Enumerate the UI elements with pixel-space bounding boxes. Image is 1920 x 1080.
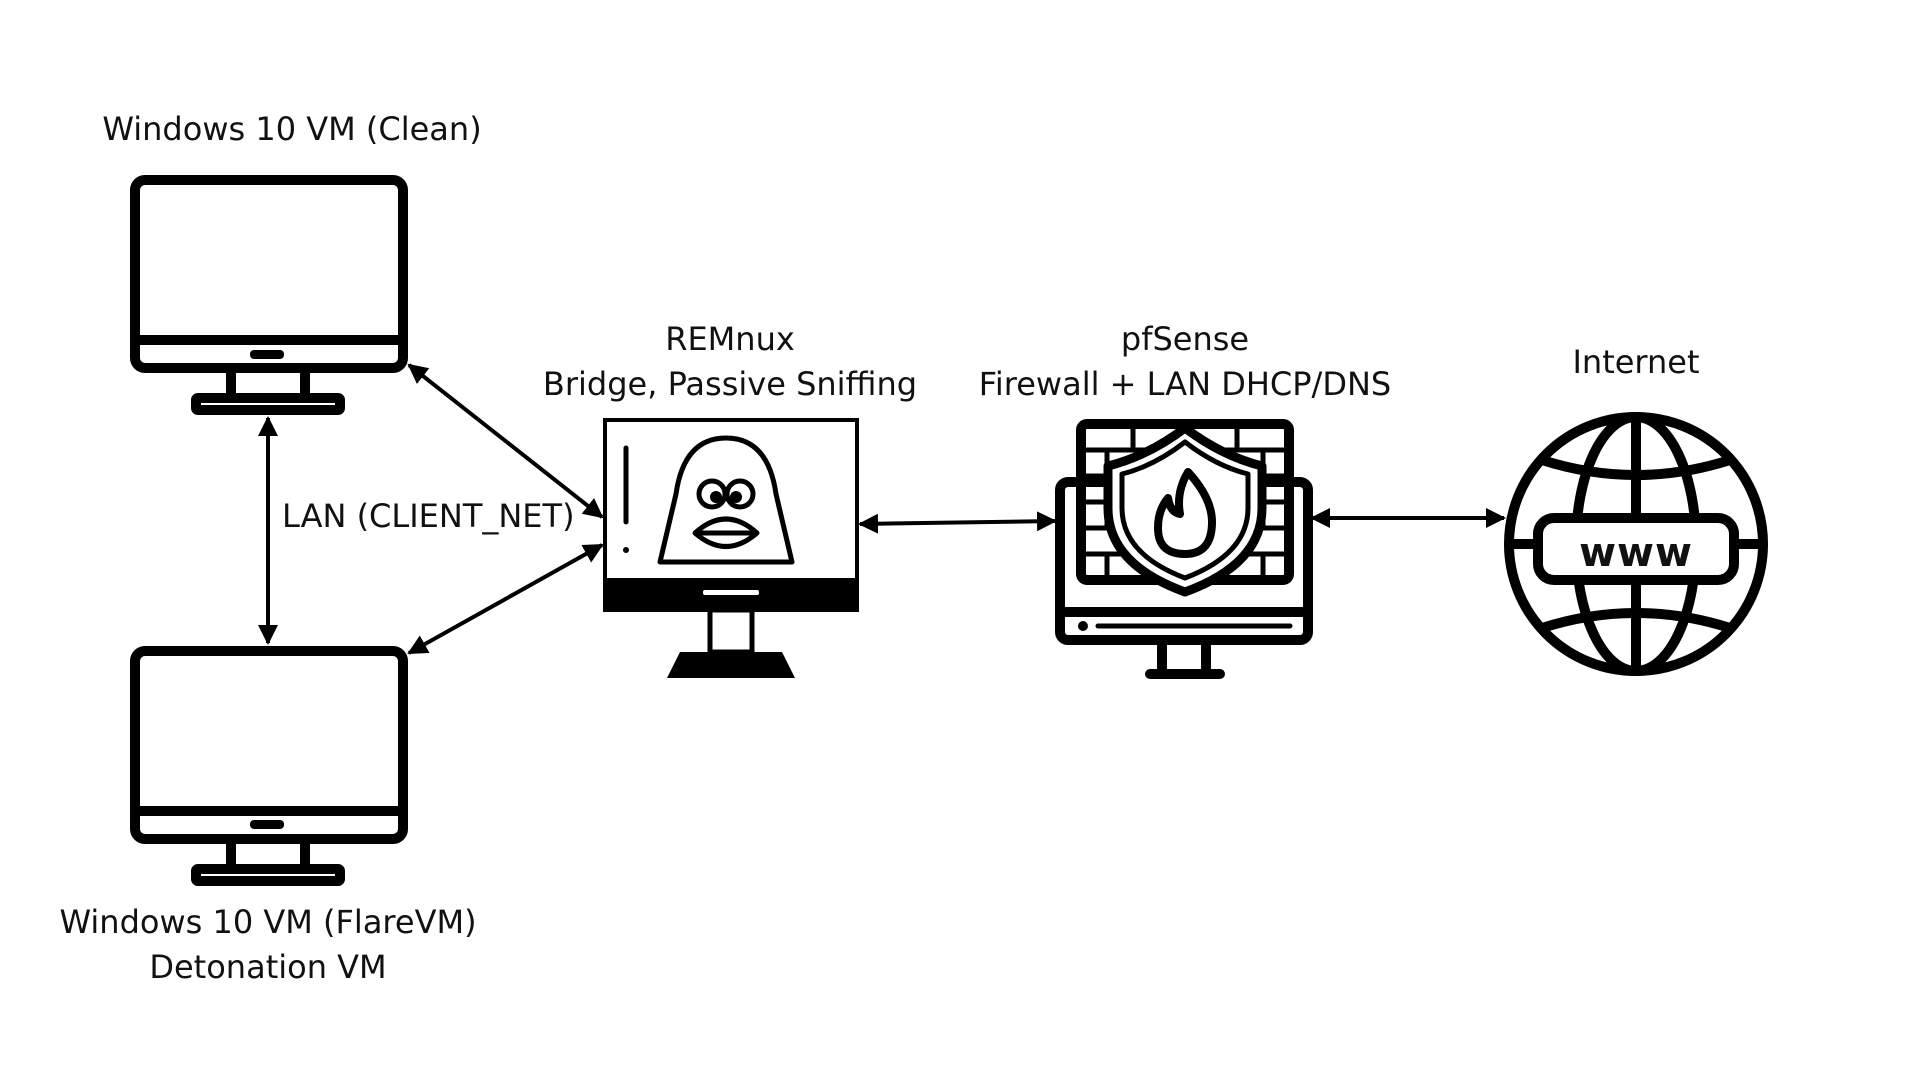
- pfsense-label-line2: Firewall + LAN DHCP/DNS: [979, 365, 1391, 403]
- lan-edge-label: LAN (CLIENT_NET): [282, 497, 575, 535]
- edge-remnux-to-pfsense: [858, 511, 1057, 534]
- remnux-label-line1: REMnux: [665, 320, 795, 358]
- remnux-monitor-icon: [603, 418, 859, 678]
- flame-icon: [1154, 468, 1216, 558]
- pfsense-firewall-icon: [1055, 419, 1313, 679]
- flare-vm-label-line2: Detonation VM: [149, 948, 386, 986]
- clean-vm-label: Windows 10 VM (Clean): [102, 110, 481, 148]
- flare-vm-label-line1: Windows 10 VM (FlareVM): [59, 903, 476, 941]
- linux-penguin-icon: [657, 435, 795, 565]
- remnux-label-line2: Bridge, Passive Sniffing: [543, 365, 917, 403]
- globe-www-icon: www: [1504, 412, 1768, 676]
- flare-vm-monitor-icon: [130, 646, 408, 886]
- internet-label: Internet: [1572, 343, 1699, 381]
- edge-flare-vm-to-remnux: [407, 543, 604, 655]
- edge-clean-vm-to-remnux: [407, 363, 604, 519]
- clean-vm-monitor-icon: [130, 175, 408, 415]
- globe-www-text: www: [1579, 530, 1693, 576]
- pfsense-label-line1: pfSense: [1121, 320, 1249, 358]
